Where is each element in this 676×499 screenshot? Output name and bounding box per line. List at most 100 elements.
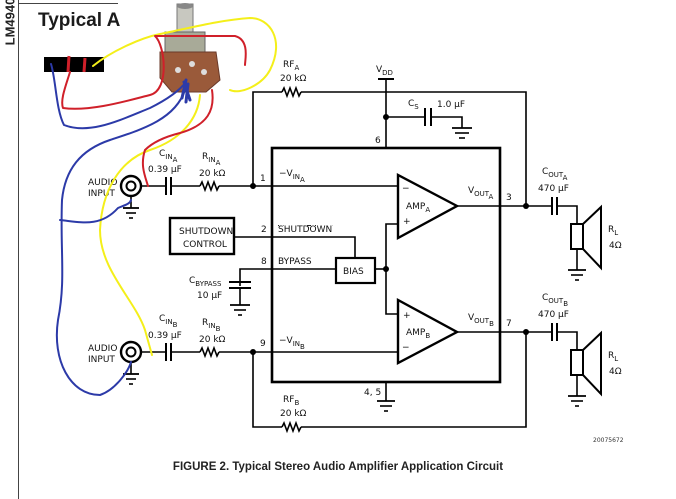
junction-out-a [523, 203, 529, 209]
load-b-value: 4Ω [609, 367, 622, 377]
junction-bias [383, 266, 389, 272]
pin-1-label: 1 [260, 174, 266, 184]
vout-b-label: VOUTB [468, 313, 494, 328]
figure-caption: FIGURE 2. Typical Stereo Audio Amplifier… [172, 461, 504, 473]
overlay-wire-red-2 [141, 89, 214, 187]
rf-a-wire-right [301, 91, 527, 204]
junction-out-b [523, 329, 529, 335]
rin-a-value: 20 kΩ [199, 169, 226, 179]
amp-b-triangle [396, 297, 460, 365]
pin-7-label: 7 [506, 319, 512, 329]
cout-b-value: 470 µF [538, 310, 569, 320]
cbypass-value: 10 µF [197, 291, 222, 301]
vdd-label: VDD [376, 65, 393, 77]
figure-document-id: 20075672 [593, 437, 624, 444]
speaker-a-magnet [570, 223, 584, 250]
pin-2-label: 2 [261, 225, 267, 235]
speaker-a-cone [582, 204, 602, 271]
overlay-wire-blue-1 [50, 63, 187, 130]
pin-1-signal-label: −VINA [279, 169, 305, 184]
overlay-wire-blue-bundle [180, 78, 192, 104]
speaker-b-cone [582, 330, 602, 397]
cbypass-name: CBYPASS [189, 276, 222, 288]
rf-a-feedback-wire [252, 91, 282, 186]
plug-body [44, 57, 104, 72]
speaker-b-magnet [570, 349, 584, 376]
audio-input-b-jack-inner [125, 346, 137, 358]
rf-b-wire-right [301, 332, 527, 428]
amp-b-plus: + [403, 311, 411, 321]
rf-a-value: 20 kΩ [280, 74, 307, 84]
overlay-wire-blue-2 [55, 89, 186, 396]
cout-a-name: COUTA [542, 167, 568, 182]
shutdown-control-label-2: CONTROL [183, 240, 227, 250]
rin-b-resistor [199, 345, 220, 359]
headphone-plug [44, 55, 104, 73]
box-top-rule [18, 3, 118, 4]
potentiometer-photo [159, 3, 221, 93]
shutdown-wire [234, 236, 356, 258]
load-a-value: 4Ω [609, 241, 622, 251]
amp-b-label: AMPB [406, 328, 430, 340]
rf-a-name: RFA [283, 60, 299, 72]
cs-label: CS [408, 99, 419, 111]
cout-a-value: 470 µF [538, 184, 569, 194]
amp-a-label: AMPA [406, 202, 430, 214]
bypass-pin-label: BYPASS [278, 257, 312, 267]
rin-a-name: RINA [202, 152, 221, 167]
cin-b-name: CINB [159, 314, 178, 329]
bypass-cap-wire [239, 268, 336, 286]
rf-b-value: 20 kΩ [280, 409, 307, 419]
pin-9-label: 9 [260, 339, 266, 349]
cs-value: 1.0 µF [437, 100, 465, 110]
amp-b-minus: − [402, 343, 410, 353]
junction-input-a [250, 183, 256, 189]
audio-input-b-jack-outer [119, 340, 143, 364]
pot-body [159, 51, 221, 93]
overlay-wire-red-1 [61, 35, 247, 110]
vout-a-label: VOUTA [468, 186, 494, 201]
load-a-name: RL [608, 225, 618, 237]
bias-label: BIAS [343, 267, 364, 277]
audio-input-a-jack-inner [125, 180, 137, 192]
pin-4-5-label: 4, 5 [364, 388, 381, 398]
junction-input-b [250, 349, 256, 355]
rf-a-resistor [281, 85, 302, 99]
rf-b-resistor [281, 420, 302, 434]
pin-3-label: 3 [506, 193, 512, 203]
pot-shaft-top [177, 3, 193, 9]
pin-6-label: 6 [375, 136, 381, 146]
cin-a-value: 0.39 µF [148, 165, 182, 175]
amp-a-triangle [396, 173, 460, 241]
audio-input-a-jack-outer [119, 174, 143, 198]
shutdown-pin-label: SHUTDOWN [278, 225, 332, 235]
junction-vdd-cs [383, 114, 389, 120]
amp-a-plus: + [403, 217, 411, 227]
amp-a-minus: − [402, 184, 410, 194]
audio-input-b-label-1: AUDIO [88, 344, 117, 354]
bias-block [334, 256, 377, 285]
shutdown-control-label-1: SHUTDOWN [179, 227, 233, 237]
load-b-name: RL [608, 351, 618, 363]
audio-input-a-label-1: AUDIO [88, 178, 117, 188]
audio-input-a-label-2: INPUT [88, 189, 115, 199]
rin-b-value: 20 kΩ [199, 335, 226, 345]
overlay-wire-yellow-1 [92, 17, 277, 93]
overlay-wire-blue-3 [59, 199, 132, 224]
rin-a-resistor [199, 179, 220, 193]
overlay-wire-yellow-2 [99, 94, 201, 356]
rf-b-feedback-wire [252, 352, 282, 428]
cout-b-name: COUTB [542, 293, 568, 308]
pin-9-signal-label: −VINB [279, 336, 305, 351]
pin-8-label: 8 [261, 257, 267, 267]
rf-b-name: RFB [283, 395, 299, 407]
audio-input-b-label-2: INPUT [88, 355, 115, 365]
rin-b-name: RINB [202, 318, 221, 333]
figure-title: Typical A [38, 10, 121, 31]
page-left-rule [18, 0, 19, 499]
shutdown-control-block [168, 216, 236, 256]
cin-a-name: CINA [159, 149, 178, 164]
cs-wire-gnd [431, 116, 463, 128]
